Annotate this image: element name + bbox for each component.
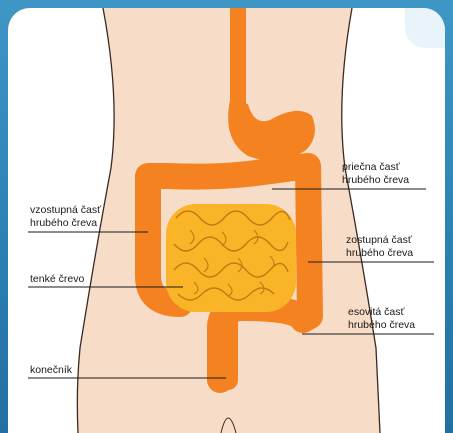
label-rectum: konečník — [30, 364, 72, 377]
label-small-intestine: tenké črevo — [30, 273, 84, 286]
label-descending-colon-line1: zostupná časť — [346, 234, 413, 247]
label-transverse-colon-line2: hrubého čreva — [342, 174, 409, 187]
diagram-card: vzostupná časť hrubého čreva tenké črevo… — [8, 8, 445, 433]
label-transverse-colon-line1: priečna časť — [342, 161, 409, 174]
label-ascending-colon: vzostupná časť hrubého čreva — [30, 204, 101, 230]
label-descending-colon-line2: hrubého čreva — [346, 247, 413, 260]
small-intestine — [166, 204, 296, 312]
label-small-intestine-line1: tenké črevo — [30, 273, 84, 286]
label-ascending-colon-line1: vzostupná časť — [30, 204, 101, 217]
label-ascending-colon-line2: hrubého čreva — [30, 217, 101, 230]
label-transverse-colon: priečna časť hrubého čreva — [342, 161, 409, 187]
label-sigmoid-colon: esovitá časť hrubého čreva — [348, 306, 415, 332]
label-sigmoid-colon-line1: esovitá časť — [348, 306, 415, 319]
label-sigmoid-colon-line2: hrubého čreva — [348, 319, 415, 332]
label-rectum-line1: konečník — [30, 364, 72, 377]
label-descending-colon: zostupná časť hrubého čreva — [346, 234, 413, 260]
